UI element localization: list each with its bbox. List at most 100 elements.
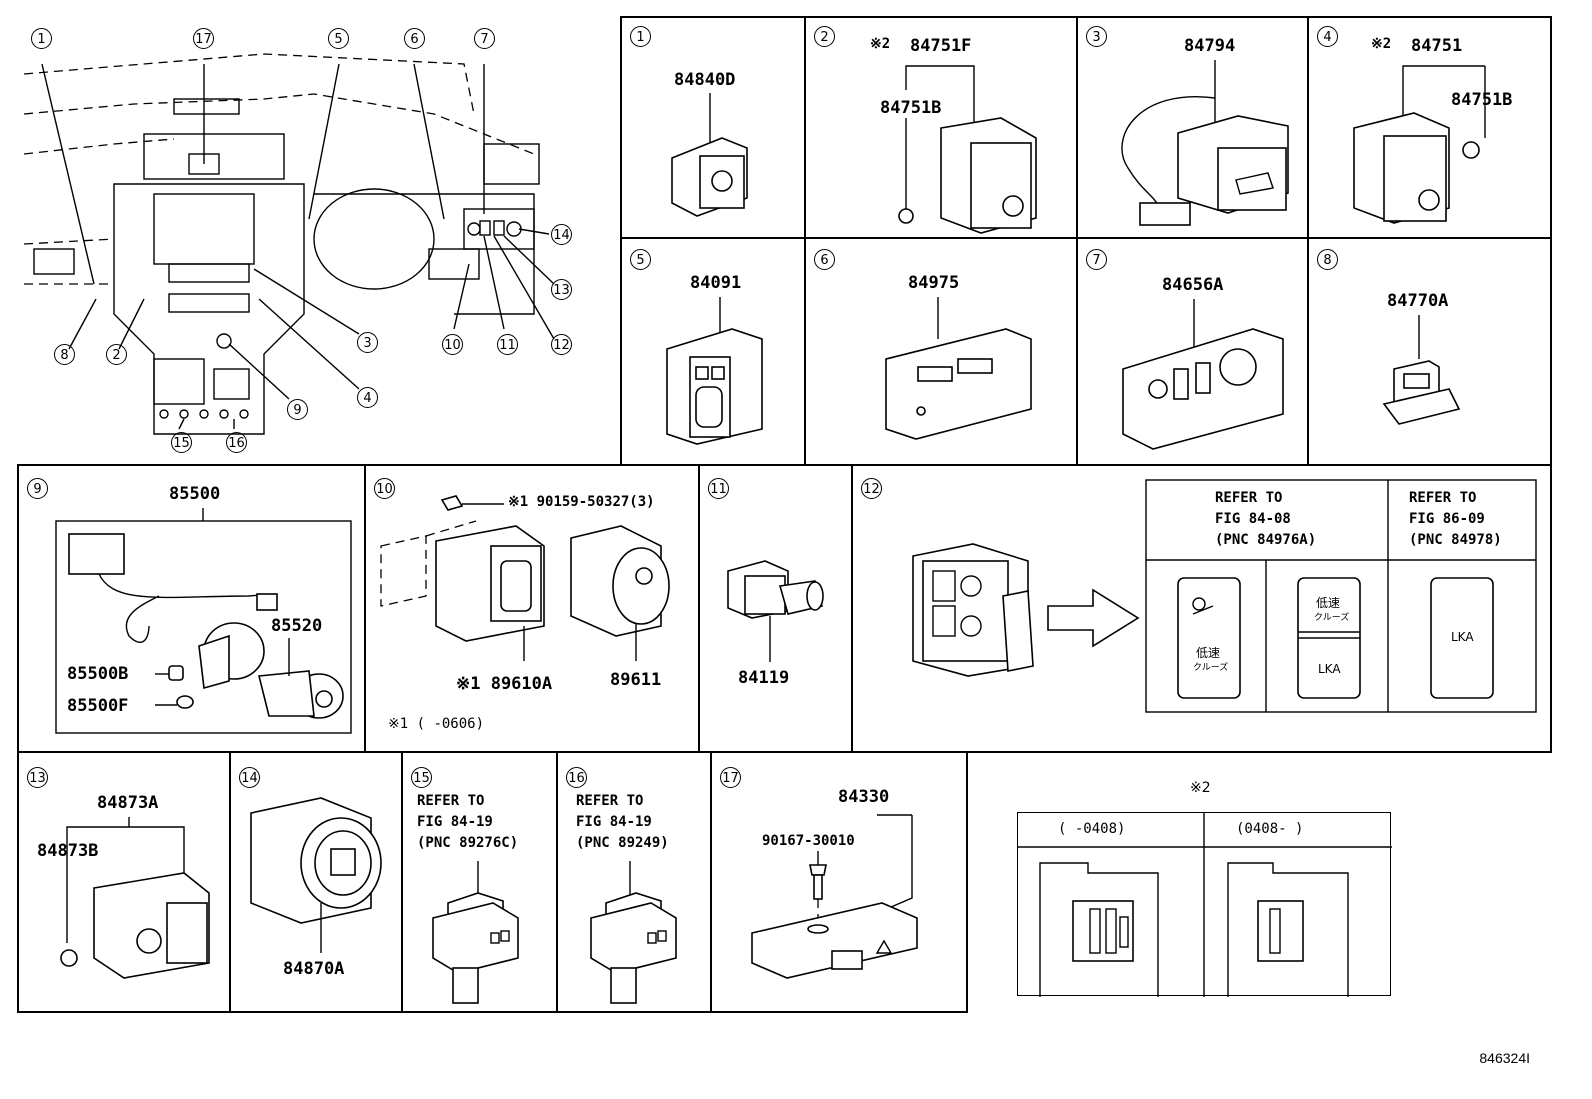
refer-line: (PNC 89249) [576,835,669,851]
part-label: 84751 [1411,36,1463,56]
part-label: 84751F [910,36,972,56]
part-label: 85500B [67,664,129,684]
part-label: 89611 [610,670,662,690]
refer-line: FIG 84-19 [417,814,493,830]
cell-6: 6 84975 [804,237,1078,466]
switch-84870A-drawing [250,797,382,953]
refer-line: FIG 84-19 [576,814,652,830]
cell-number: 9 [27,478,48,499]
switch-panel-drawing [912,479,1537,713]
cell-number: 15 [411,767,432,788]
callout-5: 5 [328,28,349,49]
cell-number: 10 [374,478,395,499]
part-label: 84975 [908,273,960,293]
refer-note-84978: REFER TO FIG 86-09 (PNC 84978) [1409,488,1502,551]
callout-3: 3 [357,332,378,353]
cell-8: 8 84770A [1307,237,1552,466]
switch-89249-drawing [590,861,677,1004]
switch-text: LKA [1318,662,1341,676]
refer-line: (PNC 89276C) [417,835,519,851]
callout-2: 2 [106,344,127,365]
part-label: ※1 90159-50327(3) [508,494,655,510]
cell-7: 7 84656A [1076,237,1309,466]
cell-9: 9 85500 85520 85500B 85500F [17,464,366,753]
cell-11: 11 84119 [698,464,853,753]
callout-11: 11 [497,334,518,355]
part-label: 84873A [97,793,159,813]
variant-right-date: (0408- ) [1236,821,1304,837]
switch-text: クルーズ [1193,663,1229,673]
cell-1: 1 84840D [620,16,806,239]
cell-number: 8 [1317,249,1338,270]
callout-17: 17 [193,28,214,49]
part-label: 84873B [37,841,99,861]
part-label: 84751B [1451,90,1513,110]
cell-number: 3 [1086,26,1107,47]
cell-14: 14 84870A [229,751,403,1013]
note-2-mark: ※2 [1190,780,1211,796]
part-label: 84751B [880,98,942,118]
start-switch-drawing [380,495,670,661]
dashboard-overview-drawing [23,53,555,435]
cell-number: 13 [27,767,48,788]
switch-text: 低速 [1196,646,1221,660]
switch-84975-drawing [885,297,1032,440]
part-label: 85500 [169,484,221,504]
cell-number: 4 [1317,26,1338,47]
callout-8: 8 [54,344,75,365]
part-label: 85520 [271,616,323,636]
part-label: 84330 [838,787,890,807]
cell-number: 12 [861,478,882,499]
switch-84656A-drawing [1122,299,1284,450]
cell-13: 13 84873A 84873B [17,751,231,1013]
cell-number: 14 [239,767,260,788]
callout-4: 4 [357,387,378,408]
part-label: ※1 89610A [456,674,553,694]
part-label: 90167-30010 [762,833,855,849]
cigarette-lighter-drawing [55,508,352,734]
callout-1: 1 [31,28,52,49]
callout-10: 10 [442,334,463,355]
footnote: ※1 ( -0606) [388,716,485,732]
refer-line: (PNC 84978) [1409,532,1502,548]
part-label: 84770A [1387,291,1449,311]
cell-15: 15 REFER TO FIG 84-19 (PNC 89276C) [401,751,558,1013]
refer-line: (PNC 84976A) [1215,532,1317,548]
part-label: 84870A [283,959,345,979]
switch-84770A-drawing [1382,315,1461,425]
cell-10: 10 ※1 90159-50327(3) ※1 89610A 89611 ※1 … [364,464,700,753]
cell-16: 16 REFER TO FIG 84-19 (PNC 89249) [556,751,712,1013]
refer-note-84976A: REFER TO FIG 84-08 (PNC 84976A) [1215,488,1316,551]
part-label: 84840D [674,70,736,90]
refer-note-89276C: REFER TO FIG 84-19 (PNC 89276C) [417,791,518,854]
callout-6: 6 [404,28,425,49]
dashboard-overview: 1 17 5 6 7 14 13 12 11 10 3 4 9 2 8 15 1… [14,14,614,459]
note-mark: ※2 [1371,36,1392,52]
refer-line: REFER TO [1215,490,1283,506]
refer-note-89249: REFER TO FIG 84-19 (PNC 89249) [576,791,669,854]
part-label: 84656A [1162,275,1224,295]
switch-84840D-drawing [671,93,748,217]
cell-12: 12 REFER TO FIG 84-08 (PNC 84976A) REFER… [851,464,1552,753]
switch-84751-drawing [1353,65,1486,224]
cell-2: 2 ※2 84751F 84751B [804,16,1078,239]
cell-number: 17 [720,767,741,788]
switch-84794-drawing [1121,60,1289,226]
switch-84873A-drawing [60,817,210,979]
part-label: 84091 [690,273,742,293]
switch-84119-drawing [727,560,824,662]
callout-16: 16 [226,432,247,453]
cell-number: 1 [630,26,651,47]
note-mark: ※2 [870,36,891,52]
callout-14: 14 [551,224,572,245]
refer-line: FIG 86-09 [1409,511,1485,527]
cell-5: 5 84091 [620,237,806,466]
cell-number: 6 [814,249,835,270]
callout-9: 9 [287,399,308,420]
cell-number: 2 [814,26,835,47]
refer-line: REFER TO [1409,490,1477,506]
switch-text: 低速 [1316,596,1341,610]
cell-4: 4 ※2 84751 84751B [1307,16,1552,239]
part-label: 84119 [738,668,790,688]
callout-13: 13 [551,279,572,300]
